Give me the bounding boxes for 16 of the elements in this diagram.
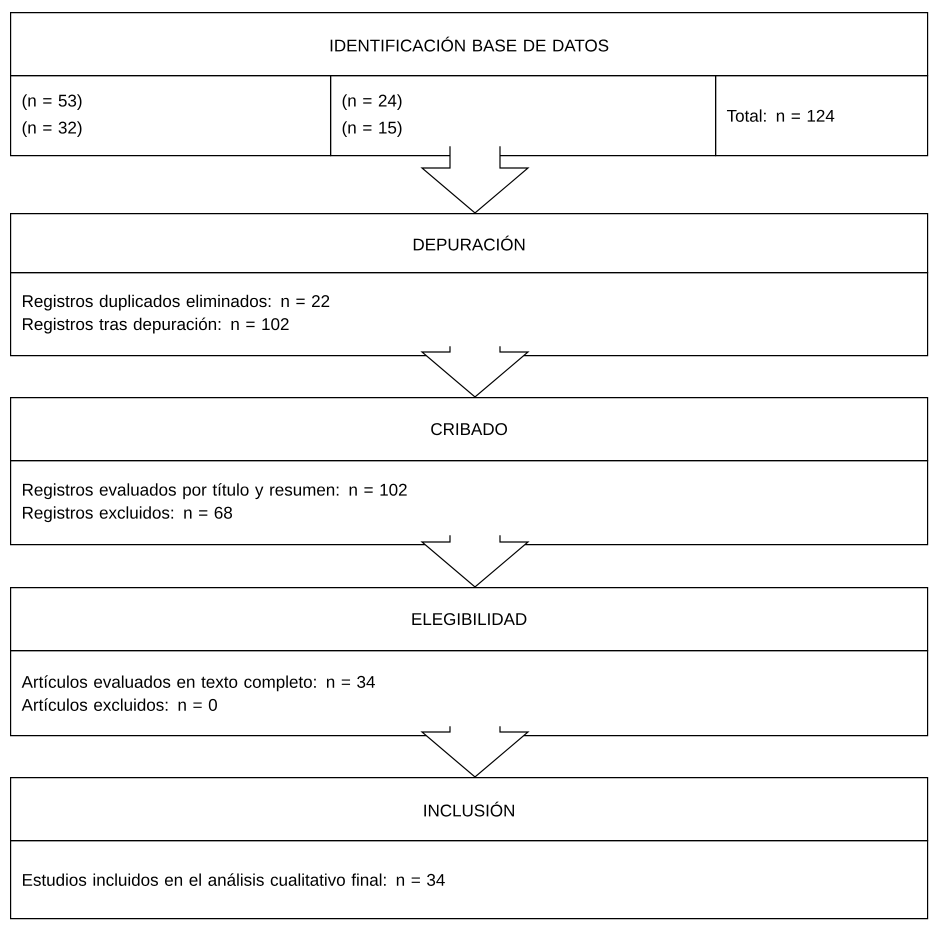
stage-box: Artículos evaluados en texto completo: n = 34 Artículos excluidos: n = 0 bbox=[10, 650, 928, 736]
block-arrow bbox=[420, 346, 530, 398]
source-cell: Total: n = 124 bbox=[715, 75, 928, 156]
source-cell: (n = 53) (n = 32) bbox=[10, 75, 332, 156]
block-arrow bbox=[420, 146, 530, 214]
block-arrow bbox=[420, 726, 530, 778]
stage-header-box: CRIBADO bbox=[10, 397, 928, 462]
stage-box: Estudios incluidos en el análisis cualitativo final: n = 34 bbox=[10, 840, 928, 920]
stage-box: Registros duplicados eliminados: n = 22 Registros tras depuración: n = 102 bbox=[10, 272, 928, 356]
stage-header-box: DEPURACIÓN bbox=[10, 213, 928, 274]
stage-box: Registros evaluados por título y resumen: n = 102 Registros excluidos: n = 68 bbox=[10, 460, 928, 546]
stage-header-box: INCLUSIÓN bbox=[10, 777, 928, 842]
stage-header-box: IDENTIFICACIÓN BASE DE DATOS bbox=[10, 12, 928, 76]
block-arrow bbox=[420, 534, 530, 588]
source-cell: (n = 24) (n = 15) bbox=[330, 75, 716, 156]
stage-header-box: ELEGIBILIDAD bbox=[10, 587, 928, 652]
